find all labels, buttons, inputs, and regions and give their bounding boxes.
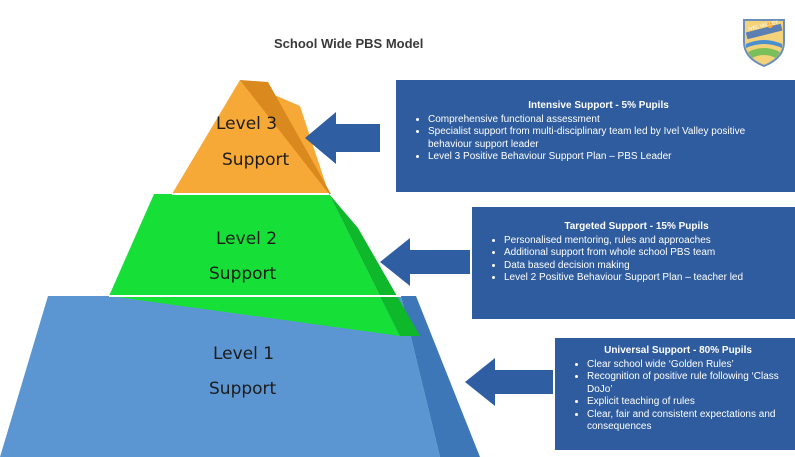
level-1-front[interactable] (0, 296, 440, 457)
level-3-sublabel: Support (222, 150, 290, 170)
list-item: Level 3 Positive Behaviour Support Plan … (428, 151, 791, 164)
list-item: Clear, fair and consistent expectations … (587, 409, 791, 434)
universal-support-box (555, 338, 795, 450)
universal-support-list: Clear school wide ‘Golden Rules’ Recogni… (565, 359, 791, 434)
targeted-support-box (472, 207, 795, 319)
universal-support-title: Universal Support - 80% Pupils (604, 345, 752, 356)
level-1-label: Level 1 (213, 344, 275, 364)
intensive-support-list: Comprehensive functional assessment Spec… (406, 114, 791, 164)
page-title: School Wide PBS Model (274, 36, 424, 51)
list-item: Data based decision making (504, 260, 791, 273)
list-item: Explicit teaching of rules (587, 396, 791, 409)
school-crest-icon (743, 19, 785, 68)
universal-support-text: Universal Support - 80% Pupils Clear sch… (555, 338, 795, 450)
level-1-sublabel: Support (209, 379, 277, 399)
level-3-side (240, 80, 331, 194)
list-item: Recognition of positive rule following ‘… (587, 371, 791, 396)
level-3-front[interactable] (172, 80, 329, 194)
targeted-support-text: Targeted Support - 15% Pupils Personalis… (472, 207, 795, 319)
level-3-label: Level 3 (216, 114, 278, 134)
list-item: Level 2 Positive Behaviour Support Plan … (504, 272, 791, 285)
list-item: Clear school wide ‘Golden Rules’ (587, 359, 791, 372)
arrow-level-2 (380, 238, 470, 286)
list-item: Additional support from whole school PBS… (504, 247, 791, 260)
level-2-sublabel: Support (209, 264, 277, 284)
list-item: Comprehensive functional assessment (428, 114, 791, 127)
intensive-support-title: Intensive Support - 5% Pupils (528, 100, 669, 111)
intensive-support-box (396, 80, 795, 192)
level-2-label: Level 2 (216, 229, 278, 249)
arrow-level-1 (465, 358, 553, 406)
targeted-support-list: Personalised mentoring, rules and approa… (482, 235, 791, 285)
arrow-level-3 (305, 112, 380, 164)
level-2-front[interactable] (109, 194, 400, 336)
level-1-side (401, 296, 480, 457)
list-item: Specialist support from multi-disciplina… (428, 126, 791, 151)
targeted-support-title: Targeted Support - 15% Pupils (564, 221, 709, 232)
list-item: Personalised mentoring, rules and approa… (504, 235, 791, 248)
intensive-support-text: Intensive Support - 5% Pupils Comprehens… (396, 80, 795, 192)
level-2-side (329, 194, 420, 336)
